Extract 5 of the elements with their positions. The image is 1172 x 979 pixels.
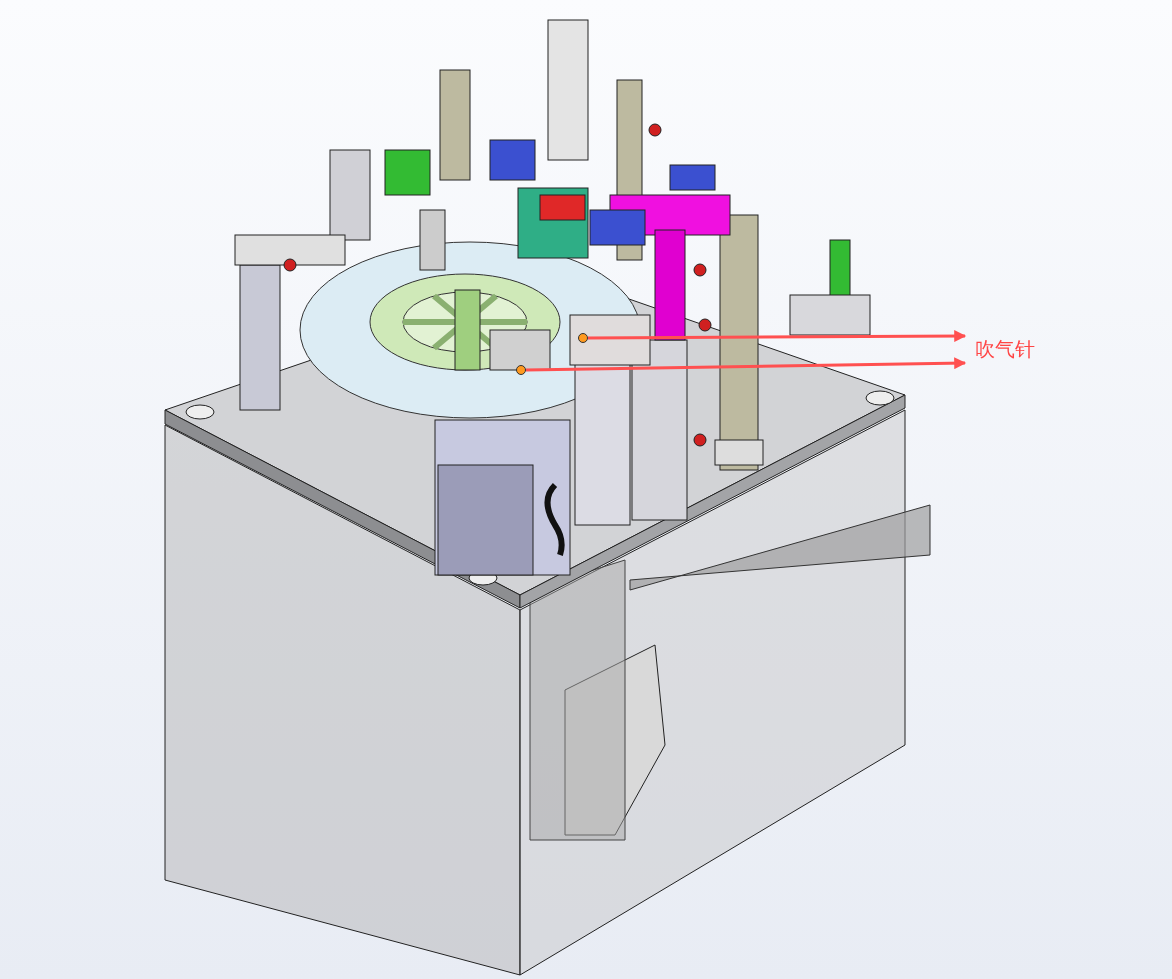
callout-label: 吹气针 (975, 337, 1036, 361)
nozzle-part (516, 365, 526, 375)
nozzle-part (578, 333, 588, 343)
leader-line (588, 330, 967, 343)
leader-line (525, 357, 967, 372)
